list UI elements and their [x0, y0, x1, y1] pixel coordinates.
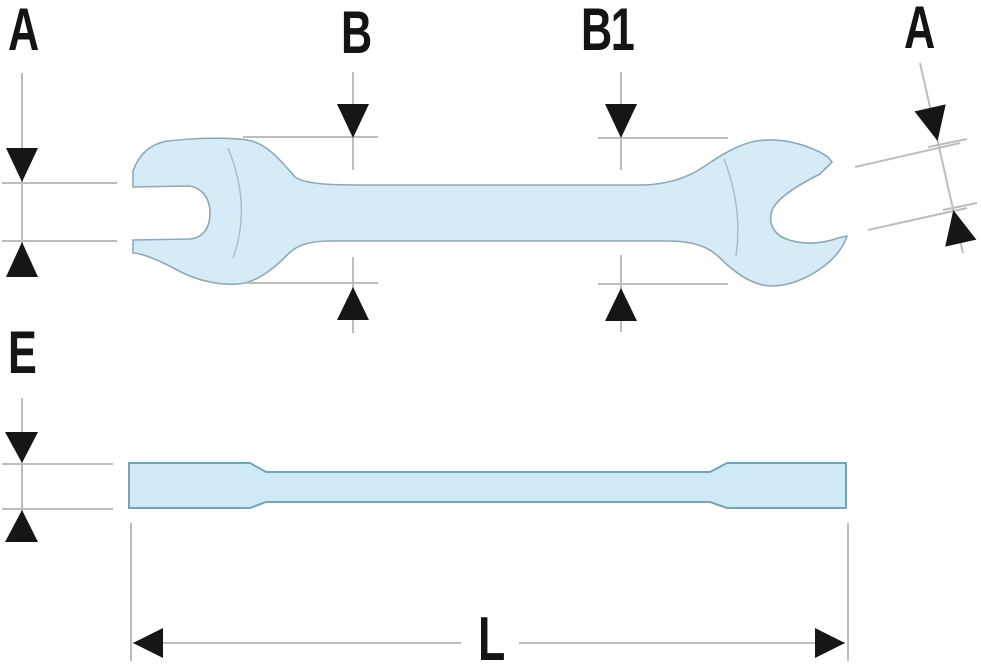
- dim-a-right-tick-top: [927, 138, 968, 148]
- arrow-left-icon: [133, 628, 163, 658]
- dimension-b: [243, 72, 378, 333]
- arrow-up-icon: [6, 242, 38, 277]
- dim-label-a-right: A: [904, 0, 935, 61]
- dim-a-right-tick-bottom: [942, 202, 978, 211]
- right-head-face-arc: [723, 158, 739, 257]
- arrow-up-icon: [5, 510, 38, 542]
- dim-label-l: L: [478, 605, 505, 671]
- arrow-right-icon: [815, 628, 845, 658]
- arrow-down-icon: [337, 104, 369, 138]
- side-view-shape: [128, 462, 847, 509]
- dimension-a-right: [854, 62, 978, 254]
- arrow-up-icon: [337, 287, 369, 320]
- arrow-down-right-icon: [914, 104, 946, 141]
- dim-a-right-ext-top: [854, 142, 961, 168]
- dimension-b1: [598, 72, 728, 332]
- dimension-l: [130, 523, 849, 661]
- arrow-up-left-icon: [945, 210, 977, 247]
- wrench-side-view: [128, 462, 847, 509]
- dim-label-b1: B1: [581, 0, 635, 63]
- arrow-down-icon: [6, 148, 38, 182]
- dimension-e: [2, 398, 113, 542]
- arrow-down-icon: [605, 104, 637, 138]
- dimension-a-left: [2, 73, 117, 277]
- left-head-face-arc: [227, 147, 243, 259]
- arrow-down-icon: [5, 432, 38, 463]
- arrow-up-icon: [605, 288, 637, 321]
- dim-a-right-ext-bottom: [867, 207, 968, 231]
- dim-label-b: B: [341, 0, 372, 66]
- wrench-outline-shape: [132, 137, 848, 287]
- dim-label-e: E: [8, 319, 37, 386]
- dim-label-a-left: A: [8, 0, 39, 63]
- wrench-top-view: [132, 137, 848, 287]
